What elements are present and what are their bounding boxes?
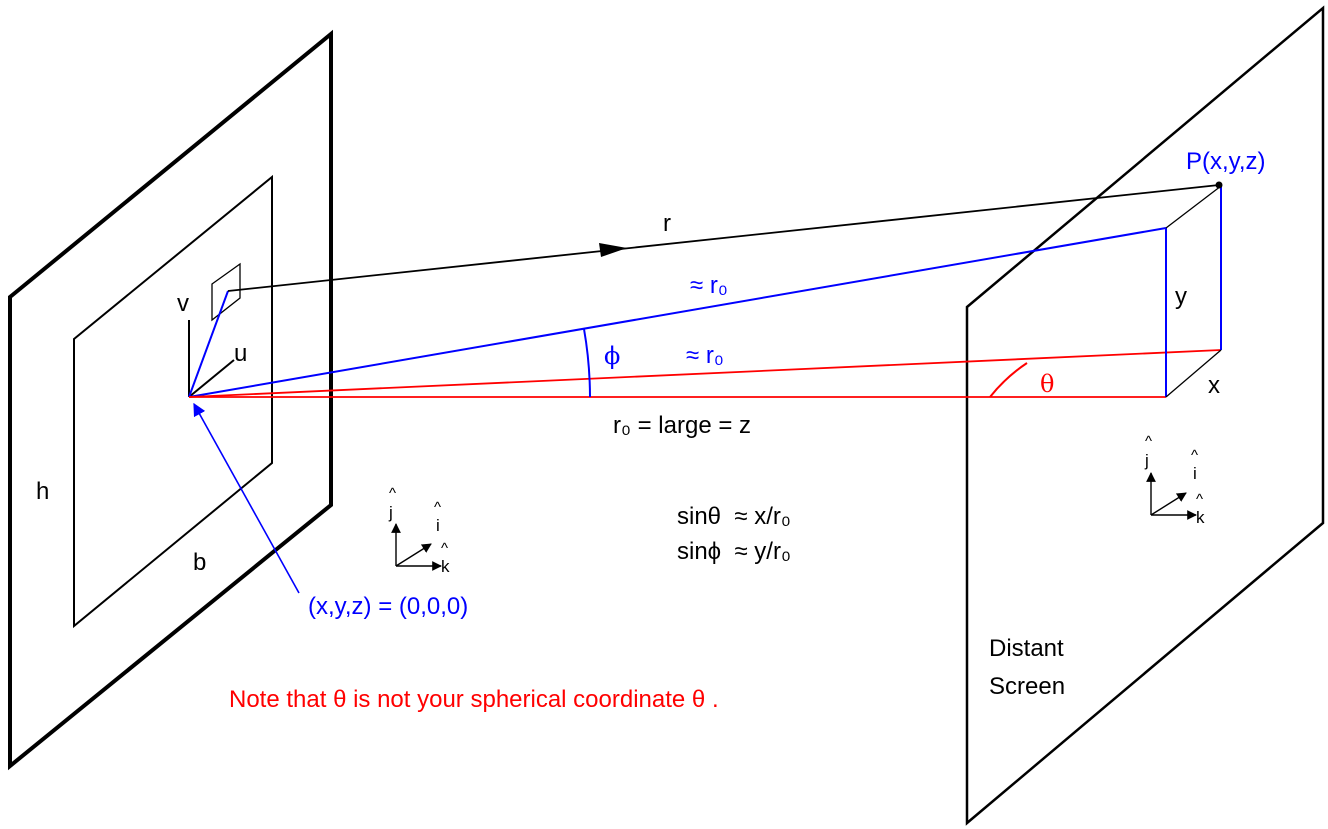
label-u: u xyxy=(234,340,247,367)
origin-pointer-arrow xyxy=(193,402,300,594)
label-screen: Screen xyxy=(989,673,1065,700)
k-unit-label-right: k xyxy=(1196,508,1205,527)
aperture-plate-outer xyxy=(8,29,333,771)
aperture-opening xyxy=(73,174,273,629)
label-r0-approx-upper: ≈ r₀ xyxy=(690,272,728,299)
box-bottom-edge xyxy=(1165,349,1222,398)
k-hat-right: ^ xyxy=(1196,491,1203,508)
axes-triad-left: j ^ i ^ k ^ xyxy=(388,485,450,576)
i-hat-right: ^ xyxy=(1191,447,1198,464)
ray-r xyxy=(227,184,1220,292)
j-unit-label-right: j xyxy=(1144,451,1149,470)
u-axis-line xyxy=(188,359,235,398)
equation-sin-theta: sinθ ≈ x/r₀ xyxy=(677,503,791,530)
k-hat-left: ^ xyxy=(441,540,448,557)
equation-sin-phi: sinϕ ≈ y/r₀ xyxy=(677,538,791,565)
label-origin: (x,y,z) = (0,0,0) xyxy=(308,593,468,620)
area-element xyxy=(211,262,241,322)
axes-triad-right: j ^ i ^ k ^ xyxy=(1144,433,1205,527)
box-top-edge xyxy=(1165,185,1222,229)
point-P-dot xyxy=(1215,181,1223,189)
i-unit-label-right: i xyxy=(1193,464,1197,483)
j-unit-label-left: j xyxy=(388,503,393,522)
phi-arc xyxy=(583,328,591,398)
label-x: x xyxy=(1208,372,1220,399)
ray-r-arrowhead xyxy=(599,243,627,257)
label-y: y xyxy=(1175,283,1187,310)
theta-arc xyxy=(989,362,1028,398)
label-r0-large-z: r₀ = large = z xyxy=(613,412,751,439)
label-distant: Distant xyxy=(989,635,1064,662)
k-unit-label-left: k xyxy=(441,557,450,576)
j-hat-right: ^ xyxy=(1145,433,1152,450)
label-r0-approx-lower: ≈ r₀ xyxy=(686,342,724,369)
i-hat-left: ^ xyxy=(434,499,441,516)
label-phi: ϕ xyxy=(604,342,620,370)
label-b: b xyxy=(193,549,206,576)
note-theta: Note that θ is not your spherical coordi… xyxy=(229,686,719,713)
label-r: r xyxy=(663,210,671,237)
distant-screen xyxy=(965,5,1325,826)
red-r0-line xyxy=(188,349,1222,398)
label-v: v xyxy=(177,290,189,317)
label-point-P: P(x,y,z) xyxy=(1186,148,1266,175)
label-theta: θ xyxy=(1040,370,1054,398)
j-hat-left: ^ xyxy=(389,485,396,502)
blue-r0-line xyxy=(188,227,1167,398)
i-unit-label-left: i xyxy=(436,516,440,535)
label-h: h xyxy=(36,478,49,505)
origin-to-element-line xyxy=(188,290,229,398)
